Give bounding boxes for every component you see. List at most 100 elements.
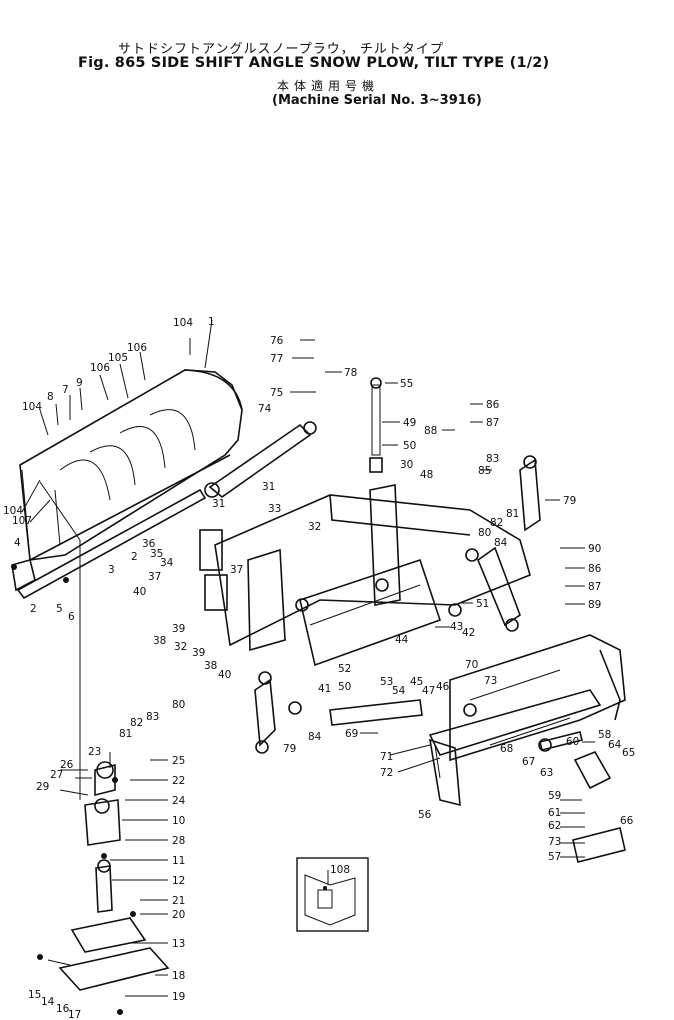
callout-106: 106 [127,342,147,354]
callout-74: 74 [258,403,272,415]
callout-31: 31 [212,498,225,510]
callout-2: 2 [30,603,37,615]
callout-82: 82 [130,717,143,729]
callout-104: 104 [3,505,23,517]
callout-51: 51 [476,598,489,610]
callout-13: 13 [172,938,185,950]
callout-64: 64 [608,739,622,751]
callout-28: 28 [172,835,185,847]
callout-38: 38 [204,660,217,672]
callout-17: 17 [68,1009,81,1020]
callout-58: 58 [598,729,611,741]
callout-12: 12 [172,875,185,887]
callout-70: 70 [465,659,478,671]
callout-11: 11 [172,855,185,867]
callout-18: 18 [172,970,185,982]
callout-79: 79 [283,743,296,755]
callout-54: 54 [392,685,406,697]
callout-40: 40 [133,586,146,598]
callout-3: 3 [108,564,115,576]
callout-107: 107 [12,515,32,527]
callout-77: 77 [270,353,283,365]
callout-35: 35 [150,548,163,560]
callout-19: 19 [172,991,185,1003]
callout-50: 50 [403,440,416,452]
callout-46: 46 [436,681,450,693]
callout-49: 49 [403,417,416,429]
callout-53: 53 [380,676,393,688]
callout-69: 69 [345,728,358,740]
callout-66: 66 [620,815,634,827]
callout-32: 32 [174,641,187,653]
diagram-title-japanese: サトドシフトアングルスノープラウ， チルトタイプ [118,42,444,57]
callout-67: 67 [522,756,535,768]
leader-lines [21,319,595,997]
callout-4: 4 [14,537,21,549]
callout-105: 105 [108,352,128,364]
callout-2: 2 [131,551,138,563]
callout-39: 39 [172,623,185,635]
callout-89: 89 [588,599,601,611]
callout-45: 45 [410,676,423,688]
serial-caption: (Machine Serial No. 3~3916) [272,93,482,108]
callout-26: 26 [60,759,74,771]
callout-37: 37 [148,571,161,583]
callout-43: 43 [450,621,463,633]
callout-71: 71 [380,751,393,763]
callout-81: 81 [506,508,519,520]
callout-83: 83 [146,711,159,723]
callout-75: 75 [270,387,283,399]
callout-73: 73 [484,675,497,687]
callout-39: 39 [192,647,205,659]
cylinder-drawings [204,377,541,754]
callout-78: 78 [344,367,357,379]
mounting-frame-drawing [428,634,626,863]
callout-57: 57 [548,851,561,863]
callout-60: 60 [566,736,579,748]
callout-79: 79 [563,495,576,507]
frame-drawing [199,484,531,667]
callout-41: 41 [318,683,331,695]
callout-23: 23 [88,746,101,758]
callout-21: 21 [172,895,185,907]
callout-38: 38 [153,635,166,647]
callout-63: 63 [540,767,553,779]
callout-76: 76 [270,335,284,347]
callout-40: 40 [218,669,231,681]
callout-86: 86 [588,563,602,575]
callout-22: 22 [172,775,185,787]
callout-87: 87 [486,417,499,429]
callout-56: 56 [418,809,432,821]
diagram-title: Fig. 865 SIDE SHIFT ANGLE SNOW PLOW, TIL… [78,55,550,71]
callout-83: 83 [486,453,499,465]
callout-106: 106 [90,362,110,374]
callout-85: 85 [478,465,491,477]
callout-25: 25 [172,755,185,767]
callout-32: 32 [308,521,321,533]
callout-52: 52 [338,663,351,675]
callout-44: 44 [395,634,409,646]
callout-87: 87 [588,581,601,593]
skid-shoe-drawing [37,540,170,1015]
callout-68: 68 [500,743,513,755]
callout-86: 86 [486,399,500,411]
callout-27: 27 [50,769,63,781]
callout-104: 104 [173,317,193,329]
callout-29: 29 [36,781,49,793]
callout-37: 37 [230,564,243,576]
callout-30: 30 [400,459,413,471]
callout-24: 24 [172,795,186,807]
callout-50: 50 [338,681,351,693]
callout-1: 1 [208,316,215,328]
callout-5: 5 [56,603,63,615]
callout-labels: 104 1 106 105 106 9 7 8 104 104 107 4 2 … [3,316,635,1020]
callout-90: 90 [588,543,601,555]
callout-42: 42 [462,627,475,639]
callout-55: 55 [400,378,413,390]
callout-48: 48 [420,469,433,481]
callout-82: 82 [490,517,503,529]
callout-61: 61 [548,807,561,819]
callout-88: 88 [424,425,437,437]
callout-104: 104 [22,401,42,413]
